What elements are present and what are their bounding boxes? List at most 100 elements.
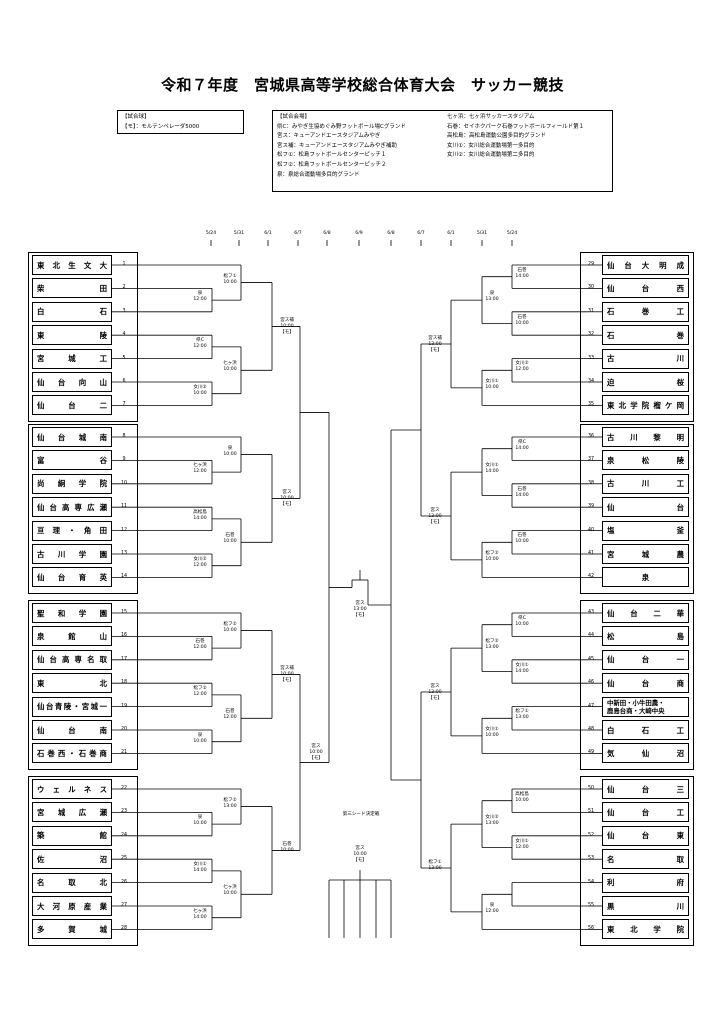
team-name-char: ウ	[37, 784, 45, 794]
team-name-box: 泉松陵	[602, 450, 689, 471]
match-info: 県C 12:00	[193, 337, 207, 349]
seed-number: 28	[120, 926, 128, 932]
team-name-box: 塩釜	[602, 520, 689, 541]
team-name-char: 台	[641, 678, 650, 688]
team-name-box: 仙台西	[602, 278, 689, 299]
team-name-char: 台	[641, 283, 650, 293]
team-name-char: 産	[83, 901, 92, 911]
team-name-char: 北	[99, 678, 107, 688]
match-info: 宮ス 13:00 【モ】	[428, 507, 442, 525]
team-name-char: 城	[90, 702, 99, 712]
match-info: 松フ① 13:00	[515, 709, 529, 721]
seed-number: 15	[120, 610, 128, 615]
seed-number: 9	[122, 457, 126, 463]
team-name-char: 東	[37, 678, 45, 688]
team-name-char: 巻	[89, 748, 97, 758]
team-name-char: 工	[676, 479, 684, 489]
team-name-char: 島	[676, 631, 684, 641]
team-name-box: 仙台東	[602, 825, 689, 846]
team-name-char: 宮	[37, 354, 45, 364]
team-group-box	[580, 424, 694, 594]
team-name-char: 仙	[607, 678, 615, 688]
seed-number: 13	[120, 551, 128, 556]
match-info: 宮ス 13:00 【モ】	[428, 683, 442, 701]
seed-number: 12	[120, 527, 128, 533]
team-name-char: 東	[607, 400, 615, 410]
team-name-char: 学	[78, 479, 87, 489]
seed-number: 54	[587, 879, 595, 885]
seed-number: 31	[587, 308, 595, 314]
team-name-char: 西	[57, 748, 66, 758]
team-name-char: 名	[607, 854, 615, 864]
match-info: 宮ス補 10:00 【モ】	[280, 318, 294, 336]
team-name-char: 気	[607, 748, 615, 758]
team-name-char: 迫	[607, 377, 615, 387]
team-name-char: 一	[99, 702, 107, 712]
team-name-char: 陵	[676, 455, 684, 465]
team-name-char: 西	[676, 283, 684, 293]
team-name-box: 仙台城南	[32, 427, 112, 447]
venue-line: 【試合会場】	[277, 114, 311, 120]
seed-number: 43	[587, 610, 595, 615]
team-name-char: 台	[641, 831, 650, 841]
team-name-char: 原	[68, 901, 76, 911]
team-group-box	[28, 252, 138, 422]
team-name-box: 築館	[32, 825, 112, 846]
team-name-box: 仙台一	[602, 649, 689, 670]
match-info: 宮ス補 10:00 【モ】	[280, 666, 294, 684]
match-info: 石巻 10:00	[515, 314, 529, 326]
team-name-char: 大	[99, 260, 107, 270]
team-name-char: 農	[676, 549, 684, 559]
team-name-box: 仙台二華	[602, 603, 689, 623]
team-name-box: 石巻西・石巻商	[32, 743, 112, 764]
team-name-char: 業	[99, 901, 107, 911]
team-name-char: 白	[607, 725, 615, 735]
team-name-char: 城	[78, 432, 87, 442]
match-info: 泉 12:00	[193, 291, 207, 303]
team-name-box: 中新田・小牛田農・鹿島台商・大崎中央	[602, 696, 689, 717]
match-info: 女川① 14:00	[485, 463, 499, 475]
team-name-box: 白石	[32, 301, 112, 322]
team-name-char: 宮	[37, 807, 45, 817]
team-name-char: 東	[37, 260, 45, 270]
match-info: 女川① 10:00	[485, 726, 499, 738]
match-info: 松フ① 10:00	[223, 273, 237, 285]
match-info: 石巻 14:00	[515, 267, 529, 279]
team-group-box	[580, 252, 694, 422]
team-name-box: 聖和学園	[32, 603, 112, 623]
team-name-char: 巻	[641, 307, 650, 317]
seed-number: 37	[587, 457, 595, 463]
team-name-char: 台	[630, 608, 638, 618]
team-name-char: ・	[68, 748, 76, 758]
info-line: 【モ】：モルテンペレーダ5000	[122, 123, 200, 130]
team-name-char: 塩	[607, 526, 615, 536]
match-info: 宮ス 10:00 【モ】	[280, 490, 294, 508]
team-name-char: ス	[99, 784, 107, 794]
team-name-char: 台	[57, 377, 66, 387]
team-name-char: 築	[37, 831, 45, 841]
team-name-char: 学	[630, 400, 638, 410]
team-name-char: 角	[83, 526, 92, 536]
team-name-box: 仙台育英	[32, 567, 112, 588]
team-name-char: 瀬	[99, 807, 107, 817]
team-name-char: 仙	[607, 260, 615, 270]
seed-number: 20	[120, 727, 128, 732]
team-name-char: ネ	[83, 784, 92, 794]
team-name-char: 台	[641, 807, 650, 817]
team-name-char: 川	[676, 354, 684, 364]
team-name-char: 仙	[37, 502, 45, 512]
team-name-char: 商	[99, 748, 107, 758]
team-name-char: 台	[676, 502, 684, 512]
match-info: 松フ② 12:00	[193, 685, 207, 697]
team-name-char: 仙	[607, 283, 615, 293]
team-name-char: 生	[68, 260, 76, 270]
third-place-title: 第三シード決定戦	[342, 812, 380, 817]
team-name-char: 川	[57, 549, 66, 559]
team-name-char: 仙	[37, 432, 45, 442]
seed-number: 18	[120, 680, 128, 686]
team-name-char: 沼	[676, 748, 684, 758]
seed-number: 17	[120, 656, 128, 662]
team-name-char: 城	[99, 924, 107, 934]
match-info: 宮ス 10:00 【モ】	[353, 846, 367, 863]
